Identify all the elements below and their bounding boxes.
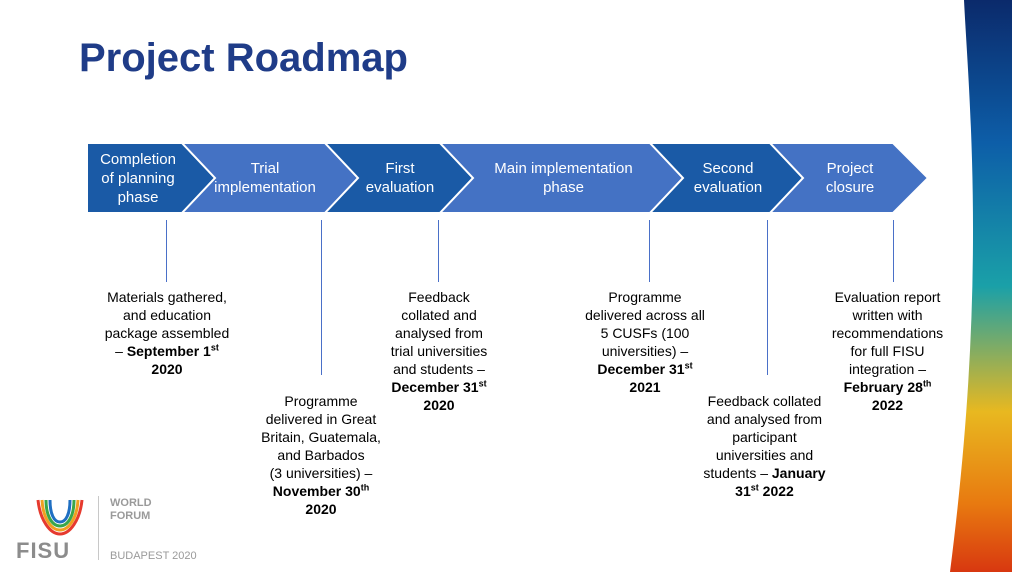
logo-event-city: BUDAPEST 2020 xyxy=(110,550,197,562)
milestone-note-project-closure: Evaluation report written with recommend… xyxy=(831,289,944,413)
logo-wordmark: FISU xyxy=(16,538,71,563)
milestone-note-first-evaluation: Feedback collated and analysed from tria… xyxy=(390,289,488,413)
fisu-emblem-icon xyxy=(36,499,84,536)
logo-divider xyxy=(98,496,99,560)
connector-line xyxy=(438,220,439,282)
milestone-note-main-implementation: Programme delivered across all 5 CUSFs (… xyxy=(585,289,705,395)
connector-line xyxy=(649,220,650,282)
page-title: Project Roadmap xyxy=(79,36,408,80)
decorative-gradient-band xyxy=(950,0,1012,572)
milestone-note-planning: Materials gathered, and education packag… xyxy=(104,289,230,377)
connector-line xyxy=(166,220,167,282)
milestone-note-trial: Programme delivered in Great Britain, Gu… xyxy=(261,393,381,517)
milestone-note-second-evaluation: Feedback collated and analysed from part… xyxy=(703,393,826,499)
connector-line xyxy=(767,220,768,375)
logo-event-title: WORLD FORUM xyxy=(110,497,152,522)
phase-shape-closure xyxy=(767,142,930,214)
connector-line xyxy=(893,220,894,282)
connector-line xyxy=(321,220,322,375)
fisu-world-forum-logo: FISU WORLD FORUM BUDAPEST 2020 xyxy=(14,494,214,568)
